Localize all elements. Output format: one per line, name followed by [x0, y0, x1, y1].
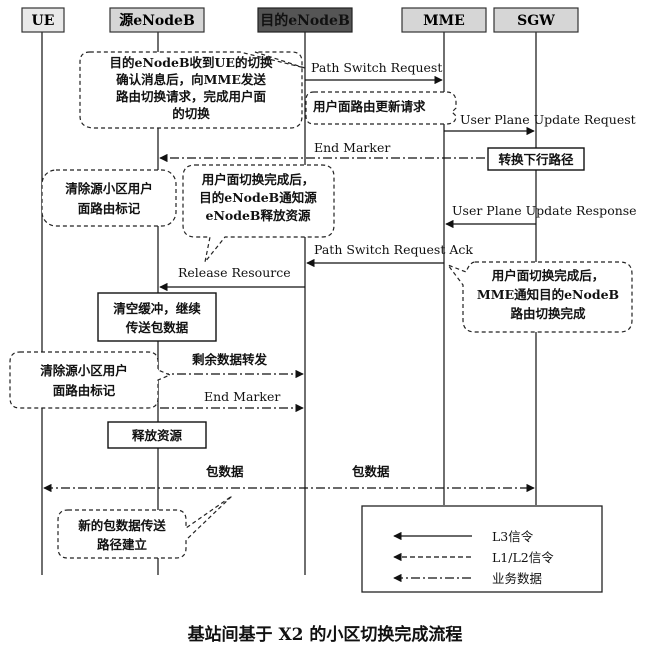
label-release-resource: Release Resource: [178, 265, 291, 280]
svg-text:目的eNodeB收到UE的切换: 目的eNodeB收到UE的切换: [110, 55, 273, 70]
node-target-enodeb: 目的eNodeB: [257, 7, 353, 33]
label-end-marker-1: End Marker: [314, 140, 390, 155]
svg-text:MME通知目的eNodeB: MME通知目的eNodeB: [477, 287, 619, 302]
label-path-switch-request: Path Switch Request: [311, 60, 442, 75]
node-sgw: SGW: [493, 7, 579, 33]
svg-text:确认消息后，向MME发送: 确认消息后，向MME发送: [116, 72, 266, 87]
svg-text:eNodeB释放资源: eNodeB释放资源: [206, 208, 311, 223]
svg-text:释放资源: 释放资源: [132, 428, 183, 443]
svg-text:目的eNodeB: 目的eNodeB: [260, 12, 350, 29]
svg-text:面路由标记: 面路由标记: [53, 383, 116, 398]
box-clear-buffer: 清空缓冲，继续 传送包数据: [97, 292, 217, 342]
node-mme: MME: [401, 7, 487, 33]
svg-text:新的包数据传送: 新的包数据传送: [78, 518, 166, 533]
legend-l1l2-label: L1/L2信令: [492, 550, 554, 565]
node-ue: UE: [21, 7, 65, 33]
label-packet-data-right: 包数据: [351, 464, 390, 479]
svg-text:用户面切换完成后，: 用户面切换完成后，: [491, 268, 605, 283]
box-switch-downlink: 转换下行路径: [487, 147, 585, 171]
svg-text:清空缓冲，继续: 清空缓冲，继续: [113, 301, 201, 316]
note-clear-src-1: 清除源小区用户 面路由标记: [41, 169, 177, 227]
note-notify-release: 用户面切换完成后， 目的eNodeB通知源 eNodeB释放资源: [182, 164, 335, 263]
svg-text:SGW: SGW: [517, 13, 555, 29]
legend: L3信令 L1/L2信令 业务数据: [361, 505, 603, 593]
svg-text:路径建立: 路径建立: [97, 537, 148, 552]
label-up-update-request: User Plane Update Request: [460, 112, 636, 127]
svg-text:清除源小区用户: 清除源小区用户: [65, 181, 153, 196]
box-release-resource: 释放资源: [107, 421, 207, 449]
svg-text:MME: MME: [423, 13, 465, 29]
label-path-switch-ack: Path Switch Request Ack: [314, 242, 473, 257]
svg-text:目的eNodeB通知源: 目的eNodeB通知源: [199, 190, 317, 205]
note-up-update-request: 用户面路由更新请求: [305, 91, 457, 125]
label-up-update-response: User Plane Update Response: [452, 203, 637, 218]
label-packet-data-left: 包数据: [205, 464, 244, 479]
svg-text:UE: UE: [32, 13, 55, 29]
svg-text:用户面切换完成后，: 用户面切换完成后，: [201, 172, 315, 187]
note-target-receives: 目的eNodeB收到UE的切换 确认消息后，向MME发送 路由切换请求，完成用户…: [79, 51, 306, 129]
legend-l3-label: L3信令: [492, 529, 534, 544]
svg-text:的切换: 的切换: [172, 106, 210, 121]
svg-text:路由切换请求，完成用户面: 路由切换请求，完成用户面: [116, 89, 267, 104]
svg-text:转换下行路径: 转换下行路径: [498, 152, 574, 167]
label-end-marker-2: End Marker: [204, 389, 280, 404]
figure-caption: 基站间基于 X2 的小区切换完成流程: [187, 624, 463, 645]
svg-text:传送包数据: 传送包数据: [125, 320, 189, 335]
note-new-path: 新的包数据传送 路径建立: [57, 495, 233, 559]
note-mme-notify: 用户面切换完成后， MME通知目的eNodeB 路由切换完成: [446, 261, 633, 333]
svg-text:源eNodeB: 源eNodeB: [119, 12, 195, 29]
svg-text:路由切换完成: 路由切换完成: [510, 306, 586, 321]
node-source-enodeb: 源eNodeB: [109, 7, 205, 33]
svg-text:清除源小区用户: 清除源小区用户: [40, 363, 128, 378]
legend-traffic-label: 业务数据: [492, 571, 542, 586]
note-clear-src-2: 清除源小区用户 面路由标记: [9, 351, 172, 409]
label-remaining-data: 剩余数据转发: [192, 352, 268, 367]
svg-text:用户面路由更新请求: 用户面路由更新请求: [312, 99, 426, 114]
svg-text:面路由标记: 面路由标记: [78, 201, 141, 216]
